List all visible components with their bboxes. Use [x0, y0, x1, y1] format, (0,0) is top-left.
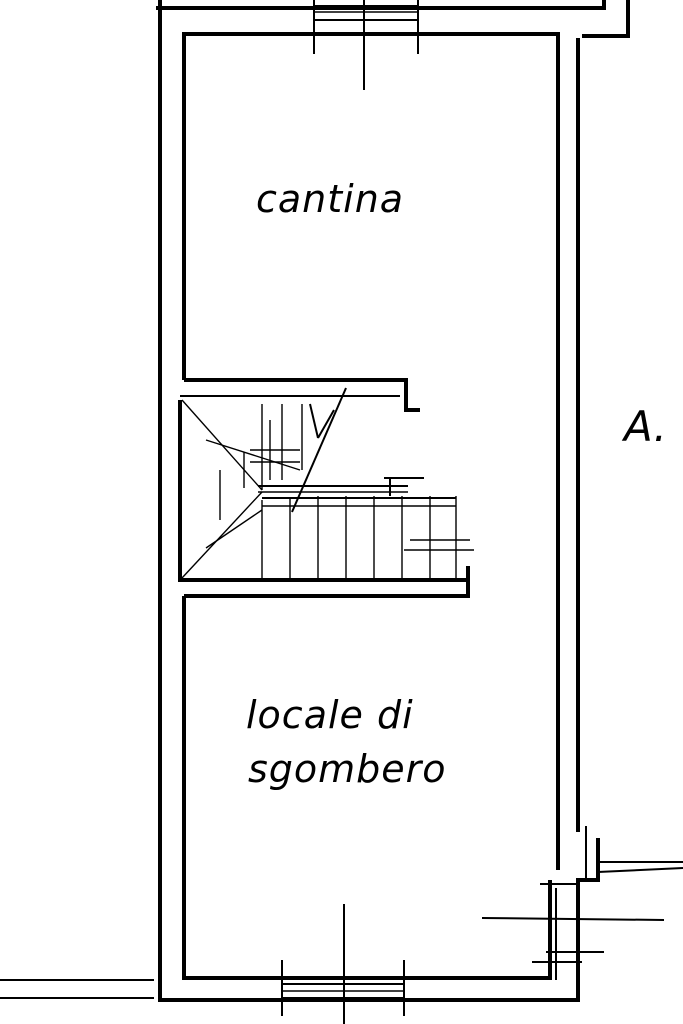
inner-walls [178, 32, 560, 980]
room-label-locale-line2: sgombero [248, 747, 447, 791]
bottom-window [281, 904, 405, 1024]
staircase [181, 387, 474, 579]
room-label-locale-line1: locale di [246, 693, 414, 737]
section-marker-a: A. [624, 402, 667, 451]
room-label-cantina: cantina [256, 177, 405, 221]
outer-walls [0, 0, 630, 1002]
top-window [313, 0, 419, 90]
right-fittings [481, 826, 683, 980]
